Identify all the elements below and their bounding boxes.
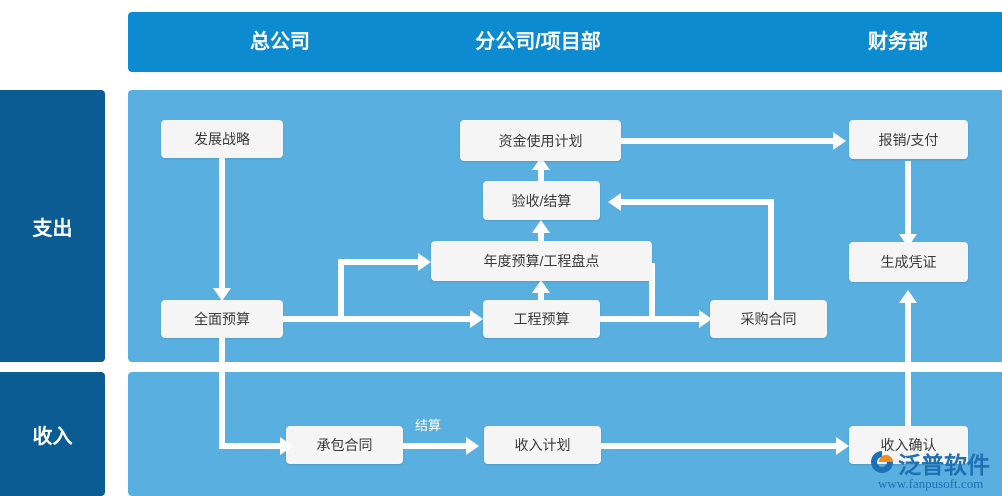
node-yanshou-jiesuan[interactable]: 验收/结算 [483, 181, 600, 220]
arrowhead-niandu-to-yanshou [532, 220, 550, 233]
arrowhead-gongcheng-yusuan-to-caigou [699, 310, 712, 328]
sidebar-item-label: 收入 [32, 425, 73, 448]
node-zijin-shiyong-jihua[interactable]: 资金使用计划 [460, 120, 621, 161]
node-label: 年度预算/工程盘点 [483, 253, 600, 269]
connector-shouru-queren-to-pingzheng [905, 298, 911, 426]
connector-quanmian-to-income [219, 338, 225, 446]
node-label: 工程预算 [513, 311, 570, 327]
connector-gongcheng-yusuan-to-caigou [600, 316, 704, 322]
node-label: 生成凭证 [880, 254, 937, 270]
connector-shouru-jihua-to-queren [601, 443, 841, 449]
node-chengbao-hetong[interactable]: 承包合同 [286, 426, 403, 464]
header-column-caiwubu: 财务部 [868, 31, 928, 53]
node-shouru-queren[interactable]: 收入确认 [849, 426, 968, 464]
arrowhead-fazhan-to-quanmian [213, 288, 231, 301]
connector-quanmian-trunk [283, 316, 475, 322]
node-label: 资金使用计划 [498, 132, 583, 149]
header-bar: 总公司 分公司/项目部 财务部 [128, 12, 1002, 72]
connector-niandu-right-drop [649, 263, 655, 319]
connector-fazhan-to-quanmian [219, 157, 225, 292]
connector-caigou-to-yanshou [621, 199, 774, 205]
arrowhead-quanmian-to-gongcheng-yusuan [470, 310, 483, 328]
header-column-fengongsi: 分公司/项目部 [475, 31, 601, 53]
connector-quanmian-branch-riser [338, 259, 344, 319]
arrowhead-gongcheng-yusuan-to-niandu [532, 280, 550, 293]
edge-label-jiesuan: 结算 [415, 418, 442, 433]
node-label: 收入计划 [514, 437, 571, 453]
connector-caigou-riser [768, 199, 774, 300]
arrowhead-zijin-to-baoxiao [833, 132, 846, 150]
arrowhead-chengbao-to-shouru-jihua [466, 437, 479, 455]
node-label: 验收/结算 [511, 192, 572, 209]
connector-yanshou-to-zijin [538, 165, 544, 185]
sidebar-item-shouru[interactable]: 收入 [0, 372, 105, 496]
connector-zijin-to-baoxiao [621, 138, 837, 144]
node-label: 全面预算 [194, 311, 250, 327]
header-column-zonggongsi: 总公司 [250, 31, 310, 53]
node-gongcheng-yusuan[interactable]: 工程预算 [483, 300, 600, 338]
connector-gongcheng-yusuan-to-niandu [538, 288, 544, 308]
node-shouru-jihua[interactable]: 收入计划 [484, 426, 601, 464]
node-label: 发展战略 [194, 131, 250, 147]
node-label: 承包合同 [316, 437, 373, 453]
node-fazhan-zhanlue[interactable]: 发展战略 [161, 120, 283, 158]
node-label: 报销/支付 [878, 131, 939, 148]
node-label: 收入确认 [880, 437, 937, 453]
node-caigou-hetong[interactable]: 采购合同 [710, 300, 827, 338]
node-quanmian-yusuan[interactable]: 全面预算 [161, 300, 283, 338]
connector-chengbao-to-shouru-jihua [403, 443, 471, 449]
arrowhead-branch-to-niandu [418, 253, 431, 271]
node-baoxiao-zhifu[interactable]: 报销/支付 [849, 120, 968, 159]
connector-income-left-run [219, 443, 285, 449]
node-shengcheng-pingzheng[interactable]: 生成凭证 [849, 242, 968, 282]
connector-baoxiao-to-pingzheng [905, 161, 911, 238]
connector-quanmian-branch-to-niandu [338, 259, 423, 265]
sidebar-item-zhichu[interactable]: 支出 [0, 90, 105, 362]
arrowhead-caigou-to-yanshou [608, 193, 621, 211]
arrowhead-shouru-queren-to-pingzheng [899, 290, 917, 303]
node-niandu-yusuan-gongcheng-pandian[interactable]: 年度预算/工程盘点 [431, 241, 652, 281]
connector-niandu-to-yanshou [538, 228, 544, 246]
arrowhead-to-chengbao-hetong [280, 437, 293, 455]
arrowhead-shouru-jihua-to-queren [836, 437, 849, 455]
sidebar-item-label: 支出 [32, 217, 73, 240]
node-label: 采购合同 [740, 311, 797, 327]
